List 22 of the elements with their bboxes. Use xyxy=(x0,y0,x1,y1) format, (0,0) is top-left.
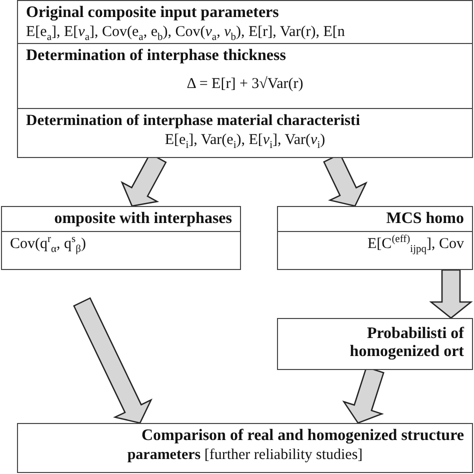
heading: MCS homo xyxy=(386,210,464,228)
heading: Determination of interphase thickness xyxy=(26,47,286,66)
process-box xyxy=(17,423,473,473)
heading: Original composite input parameters xyxy=(26,4,279,22)
formula-text: Cov(q$^{r}$$_{α}$, q$^{s}$$_{β}$) xyxy=(10,233,86,257)
heading: Probabilisti of homogenized ort xyxy=(348,325,464,362)
process-box xyxy=(1,206,241,270)
note-text: parameters [further reliability studies] xyxy=(127,446,363,466)
formula-text: E[e$_{a}$], E[ν$_{a}$], Cov(e$_{a}$, e$_{b}$), Cov(ν$_{a}$, ν$_{b}$), E[r], Var(r), E[n xyxy=(26,23,345,45)
formula-text: Δ = E[r] + 3√Var(r) xyxy=(186,75,304,94)
process-box xyxy=(277,206,473,270)
process-box xyxy=(17,108,473,158)
block-arrow xyxy=(429,269,473,319)
heading: Comparison of real and homogenized structure xyxy=(141,427,464,446)
heading: Determination of interphase material characteristi xyxy=(26,112,360,130)
process-box xyxy=(17,43,473,109)
process-box xyxy=(277,318,473,370)
formula-text: E[e$_{i}$], Var(e$_{i}$), E[ν$_{i}$], Var(ν$_{i}$) xyxy=(164,130,326,152)
heading: omposite with interphases xyxy=(54,210,232,228)
block-arrow xyxy=(73,297,152,424)
process-box xyxy=(17,0,473,44)
formula-text: E[C$^{(eff)}$$_{ijpq}$], Cov xyxy=(368,233,464,257)
